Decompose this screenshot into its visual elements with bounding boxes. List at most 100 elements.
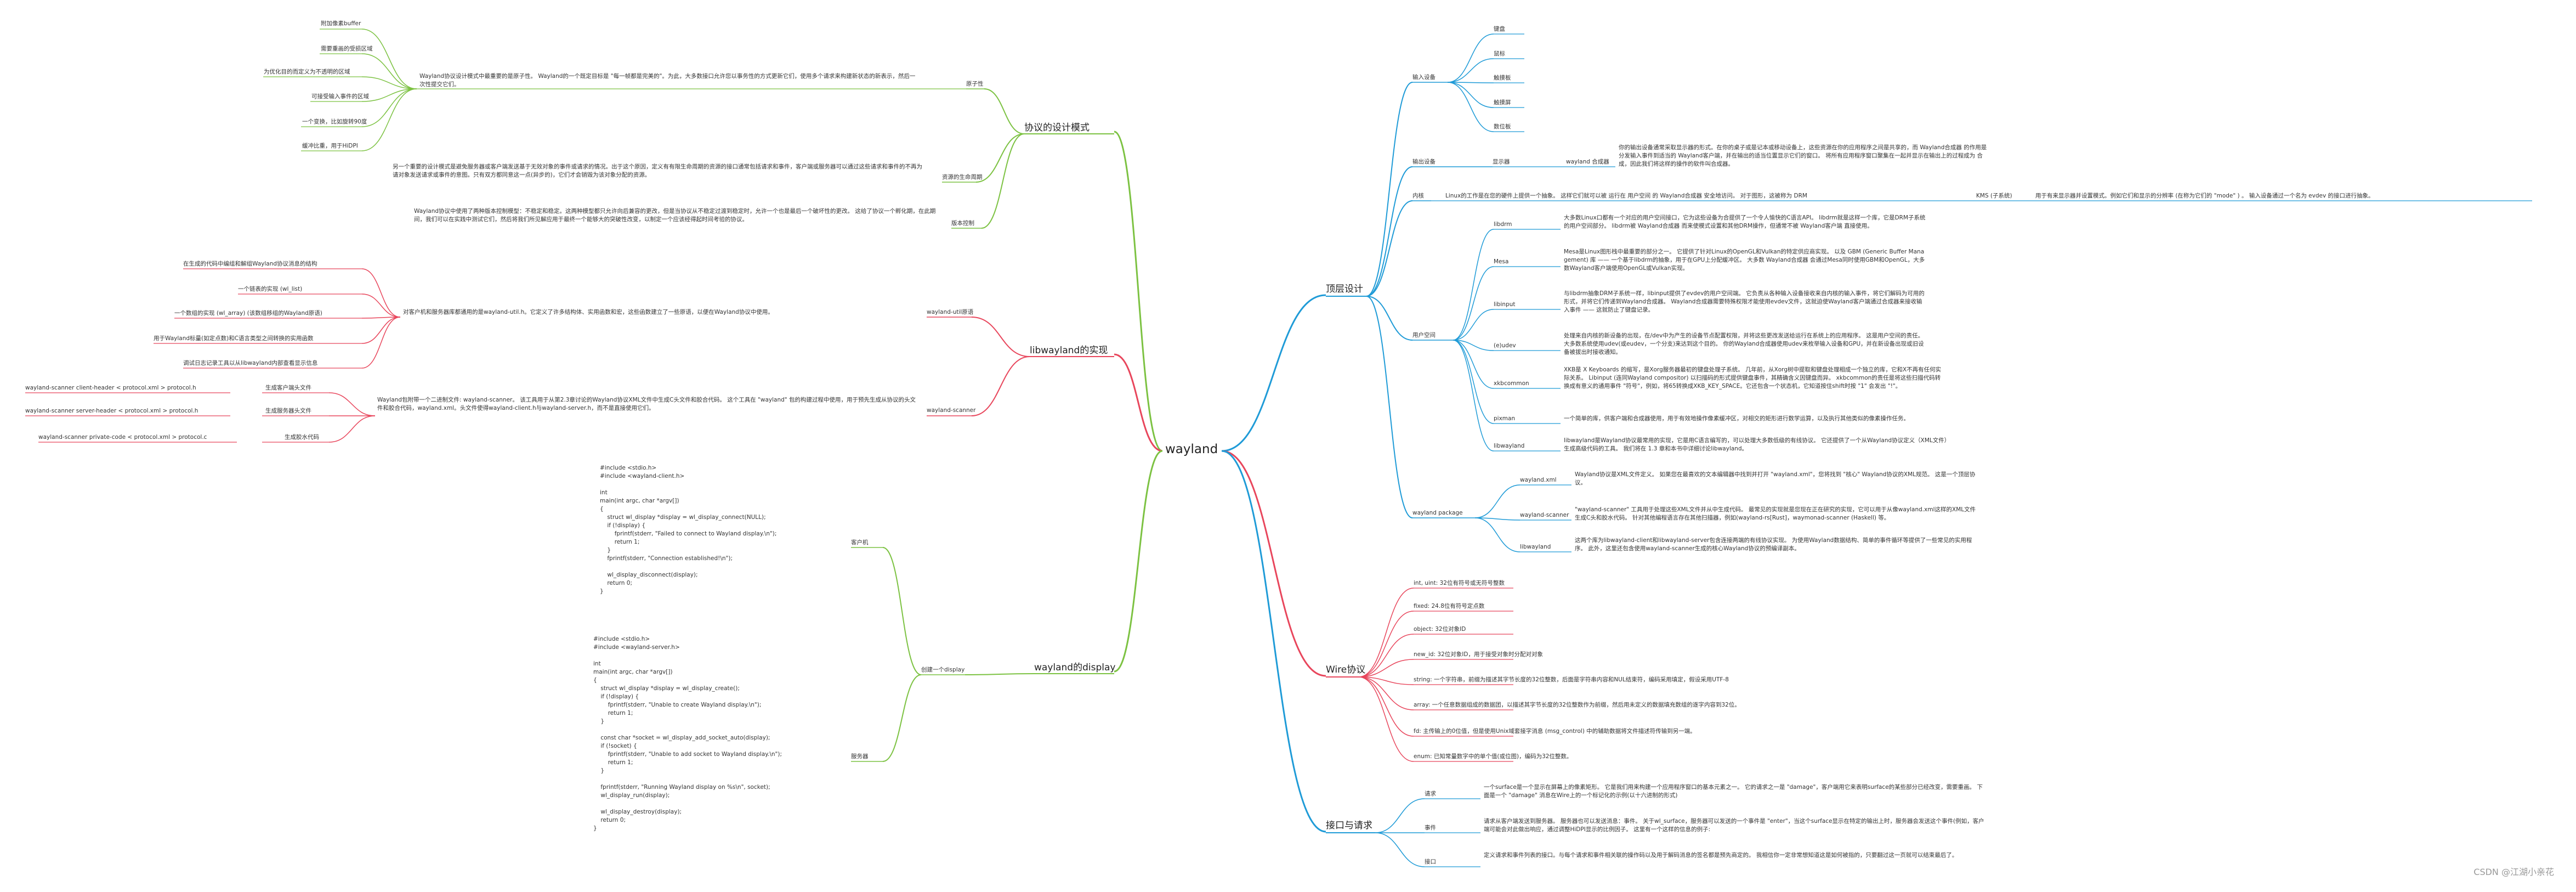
connector-line [1375, 798, 1425, 833]
node-atomic[interactable]: 原子性 [966, 81, 984, 87]
iface-text: 定义请求和事件列表的接口。与每个请求和事件相关联的操作码以及用于解码消息的签名都… [1484, 852, 1958, 859]
connector-line [1358, 611, 1414, 678]
connector-line [1447, 82, 1494, 132]
userspace-item[interactable]: libwayland [1494, 443, 1525, 449]
input-item[interactable]: 鼠标 [1494, 50, 1505, 57]
input-item[interactable]: 数位板 [1494, 123, 1511, 130]
util-item[interactable]: 用于Wayland标量(如定点数)和C语言类型之间转换的实用函数 [154, 335, 314, 342]
connector-line [1358, 676, 1414, 762]
text-output: 你的输出设备通常采取显示器的形式。在你的桌子或是记本或移动设备上，这些资源在你的… [1619, 144, 1987, 167]
watermark: CSDN @江湖小亲花 [2473, 867, 2554, 877]
connector-line [361, 317, 401, 319]
util-item[interactable]: 一个链表的实现 (wl_list) [238, 286, 303, 292]
branch-interfaces[interactable]: 接口与请求 [1326, 820, 1372, 831]
iface-item[interactable]: 请求 [1425, 791, 1436, 797]
node-version[interactable]: 版本控制 [951, 220, 974, 227]
wire-item[interactable]: fixed: 24.8位有符号定点数 [1414, 603, 1485, 609]
connector-line [1114, 131, 1163, 452]
branch-display[interactable]: wayland的display [1034, 662, 1116, 673]
connector-line [1452, 309, 1494, 341]
node-lifecycle[interactable]: 资源的生命周期 [942, 174, 983, 180]
wire-item[interactable]: string: 一个字符串，前缀为描述其字节长度的32位整数，后面是字符串内容和… [1414, 676, 1729, 683]
connector-line [361, 53, 417, 89]
node-client[interactable]: 客户机 [851, 539, 869, 546]
wire-item[interactable]: fd: 主传输上的0位值，但是使用Unix域套接字消息 (msg_control… [1414, 728, 1696, 735]
connector-line [1452, 229, 1494, 341]
connector-line [1358, 659, 1414, 678]
wire-item[interactable]: int, uint: 32位有符号或无符号整数 [1414, 580, 1505, 586]
userspace-item[interactable]: xkbcommon [1494, 380, 1529, 387]
branch-libwayland[interactable]: libwayland的实现 [1030, 345, 1108, 356]
connector-line [361, 268, 401, 318]
scanner-cmd[interactable]: wayland-scanner client-header < protocol… [25, 385, 196, 391]
scanner-cmd[interactable]: wayland-scanner server-header < protocol… [25, 408, 198, 414]
userspace-item[interactable]: pixman [1494, 415, 1516, 422]
node-userspace[interactable]: 用户空间 [1412, 332, 1435, 338]
text-kernel: Linux的工作是在您的硬件上提供一个抽象。 这样它们就可以被 运行在 用户空间… [1445, 193, 1807, 199]
node-kms[interactable]: KMS (子系统) [1976, 193, 2012, 199]
userspace-item[interactable]: Mesa [1494, 258, 1509, 265]
package-item[interactable]: wayland.xml [1520, 477, 1557, 483]
connector-line [1358, 588, 1414, 678]
node-server[interactable]: 服务器 [851, 753, 869, 760]
package-text: Wayland协议是XML文件定义。 如果您在最喜欢的文本编辑器中找到并打开 "… [1575, 471, 1976, 486]
userspace-text: 处理来自内核的新设备的出现，在/dev中为产生的设备节点配置权限，并将这些更改发… [1564, 332, 1924, 355]
branch-wire[interactable]: Wire协议 [1326, 664, 1366, 675]
connector-line [1221, 450, 1326, 833]
userspace-item[interactable]: libinput [1494, 301, 1516, 308]
node-compositor[interactable]: wayland 合成器 [1566, 159, 1609, 165]
input-item[interactable]: 触摸屏 [1494, 99, 1511, 106]
iface-item[interactable]: 事件 [1425, 825, 1436, 831]
node-display[interactable]: 显示器 [1493, 159, 1510, 165]
connector-line [1114, 353, 1163, 452]
connector-line [1447, 58, 1494, 83]
connector-line [1221, 450, 1326, 677]
userspace-item[interactable]: libdrm [1494, 221, 1512, 228]
input-item[interactable]: 键盘 [1494, 26, 1505, 32]
connector-line [361, 29, 417, 89]
atomic-item[interactable]: 缓冲比重，用于HiDPI [302, 143, 358, 149]
wire-item[interactable]: array: 一个任意数据组成的数据团，以描述其字节长度的32位整数作为前缀，然… [1414, 702, 1740, 708]
connector-line [1452, 340, 1494, 451]
text-kms: 用于有来显示器并设置模式。例如它们和显示的分辨率 (在称为它们的 "mode" … [2035, 193, 2374, 199]
node-input[interactable]: 输入设备 [1412, 74, 1435, 81]
atomic-item[interactable]: 可接受输入事件的区域 [311, 93, 369, 100]
node-package[interactable]: wayland package [1412, 510, 1463, 516]
iface-item[interactable]: 接口 [1425, 859, 1436, 865]
node-output[interactable]: 输出设备 [1412, 159, 1435, 165]
connector-line [361, 293, 401, 318]
node-create-display[interactable]: 创建一个display [921, 667, 965, 673]
connector-line [1447, 33, 1494, 83]
node-util[interactable]: wayland-util原语 [927, 309, 974, 315]
connector-line [964, 673, 1035, 675]
userspace-text: XKB是 X Keyboards 的缩写，是Xorg服务器最初的键盘处理子系统。… [1564, 366, 1942, 389]
package-item[interactable]: wayland-scanner [1520, 512, 1569, 518]
connector-line [1358, 676, 1414, 710]
connector-line [1452, 340, 1494, 351]
connector-line [1366, 166, 1413, 297]
atomic-item[interactable]: 一个变换，比如旋转90度 [302, 118, 367, 125]
branch-design[interactable]: 协议的设计模式 [1024, 122, 1090, 133]
util-item[interactable]: 一个数组的实现 (wl_array) (该数组移组的Wayland原语) [174, 310, 322, 317]
atomic-item[interactable]: 附加像素buffer [321, 20, 361, 27]
connector-line [984, 88, 1025, 134]
userspace-item[interactable]: (e)udev [1494, 342, 1516, 349]
util-item[interactable]: 调试日志记录工具以从libwayland内部查看显示信息 [183, 360, 318, 366]
scanner-desc: 生成客户端头文件 [265, 385, 311, 391]
util-item[interactable]: 在生成的代码中编组和解组Wayland协议消息的结构 [183, 261, 317, 267]
connector-line [1221, 294, 1326, 452]
node-scanner[interactable]: wayland-scanner [927, 407, 976, 414]
wire-item[interactable]: object: 32位对象ID [1414, 626, 1466, 633]
atomic-item[interactable]: 为优化目的而定义为不透明的区域 [264, 69, 350, 75]
package-item[interactable]: libwayland [1520, 544, 1551, 550]
input-item[interactable]: 触摸板 [1494, 75, 1511, 81]
scanner-cmd[interactable]: wayland-scanner private-code < protocol.… [38, 434, 207, 441]
connector-line [1447, 82, 1494, 83]
node-kernel[interactable]: 内核 [1412, 193, 1424, 199]
wire-item[interactable]: new_id: 32位对象ID，用于接受对象时分配对对象 [1414, 651, 1543, 658]
root-node[interactable]: wayland [1165, 442, 1218, 456]
atomic-item[interactable]: 需要重画的受损区域 [321, 46, 373, 52]
branch-top-design[interactable]: 顶层设计 [1326, 284, 1363, 295]
userspace-text: 大多数Linux口都有一个对应的用户空间接口，它为这些设备为合提供了一个令人愉快… [1564, 214, 1926, 229]
wire-item[interactable]: enum: 已知常量数字中的单个值(或位图)，编码为32位整数。 [1414, 753, 1573, 760]
